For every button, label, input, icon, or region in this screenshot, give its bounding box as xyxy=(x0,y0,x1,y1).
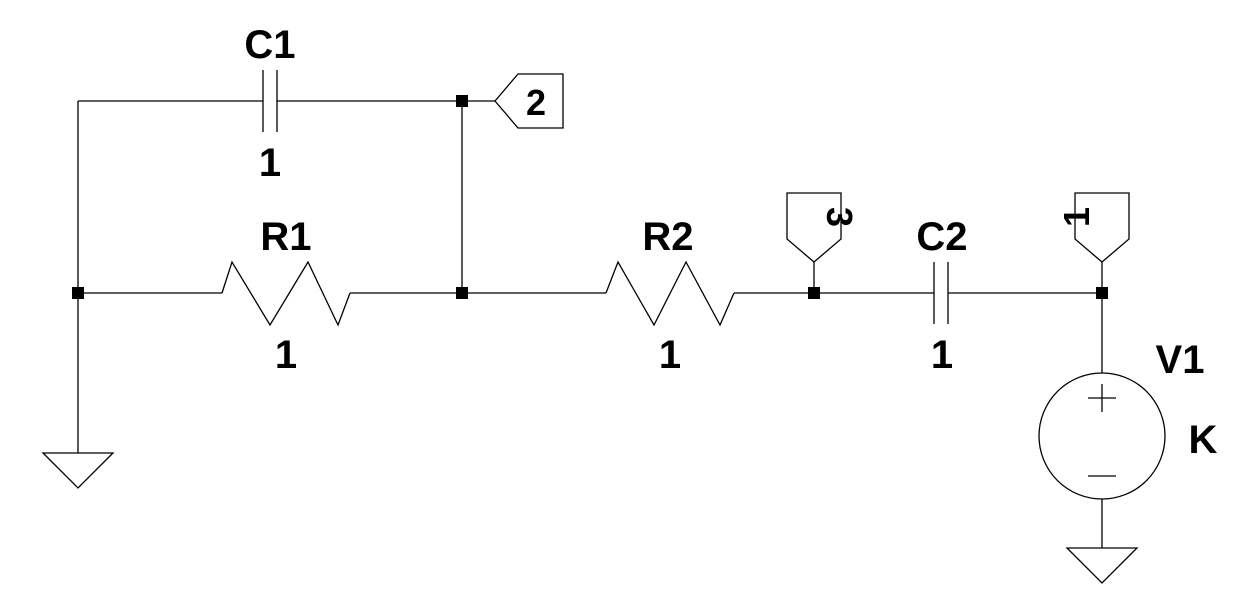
capacitor-c2-plates xyxy=(933,262,949,324)
net-flag-3 xyxy=(786,192,842,263)
resistor-r2-zigzag xyxy=(605,260,735,327)
resistor-r2[interactable]: R2 1 xyxy=(605,215,735,377)
c1-name: C1 xyxy=(244,23,295,67)
voltage-source-body xyxy=(1038,372,1166,500)
net-label-2-text: 2 xyxy=(526,82,546,123)
c2-name: C2 xyxy=(916,215,967,259)
net-label-3[interactable]: 3 xyxy=(786,192,860,263)
resistor-r1[interactable]: R1 1 xyxy=(221,215,351,377)
junction-dot xyxy=(808,287,820,299)
junctions xyxy=(72,95,1108,299)
r1-name: R1 xyxy=(260,215,311,259)
wires xyxy=(77,100,1103,548)
net-label-2[interactable]: 2 xyxy=(494,73,564,129)
v1-name: V1 xyxy=(1156,338,1205,382)
capacitor-c2[interactable]: C2 1 xyxy=(916,215,967,377)
c2-value: 1 xyxy=(931,333,953,377)
capacitor-c1-plates xyxy=(262,70,278,132)
plus-sign-icon xyxy=(1088,384,1116,412)
ground-left xyxy=(41,452,115,489)
junction-dot xyxy=(456,287,468,299)
r2-name: R2 xyxy=(642,215,693,259)
net-label-1-text: 1 xyxy=(1056,207,1097,227)
ground-icon xyxy=(1065,547,1139,584)
voltage-source-v1[interactable]: V1 K xyxy=(1038,338,1218,500)
resistor-r1-zigzag xyxy=(221,260,351,327)
junction-dot xyxy=(72,287,84,299)
c1-value: 1 xyxy=(259,141,281,185)
net-label-1[interactable]: 1 xyxy=(1056,192,1130,263)
junction-dot xyxy=(1096,287,1108,299)
capacitor-c1[interactable]: C1 1 xyxy=(244,23,295,185)
ground-icon xyxy=(41,452,115,489)
net-flag-2 xyxy=(494,73,564,129)
junction-dot xyxy=(456,95,468,107)
r2-value: 1 xyxy=(659,333,681,377)
net-flag-1 xyxy=(1074,192,1130,263)
ground-right xyxy=(1065,547,1139,584)
net-label-3-text: 3 xyxy=(819,207,860,227)
v1-value: K xyxy=(1189,418,1218,462)
r1-value: 1 xyxy=(275,333,297,377)
